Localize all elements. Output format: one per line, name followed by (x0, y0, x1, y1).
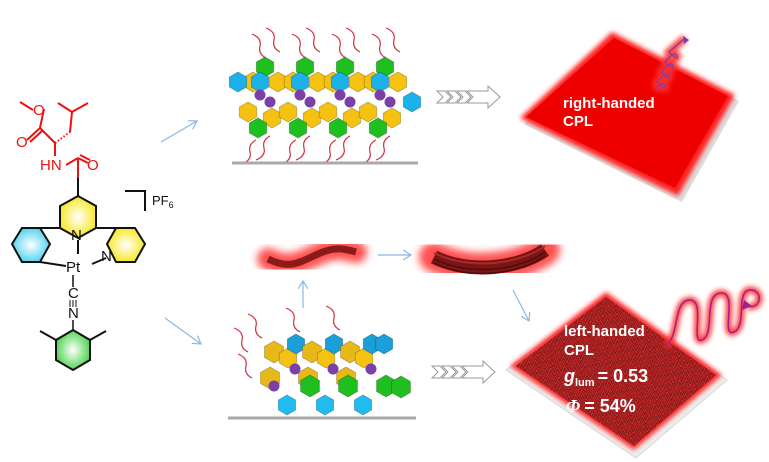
atom-pt: Pt (66, 259, 81, 276)
alkyl-chain (281, 139, 297, 165)
atom-n-central: N (71, 227, 82, 244)
process-arrows (160, 121, 529, 344)
gold-pyridine-hex (238, 101, 258, 123)
charge-bracket (125, 190, 146, 211)
blue-phenyl-hex (315, 394, 335, 416)
atom-n-isocyanide: N (68, 305, 79, 322)
pt-atom-dot (289, 363, 301, 375)
blue-phenyl-hex (374, 333, 394, 355)
pt-atom-dot (304, 96, 316, 108)
pt-atom-dot (374, 89, 386, 101)
blue-phenyl-hex (402, 91, 422, 113)
chevron-arrow-bottom (430, 359, 496, 385)
alkyl-chain (361, 139, 377, 165)
bottom-cpl-label-line1: left-handed (564, 323, 645, 340)
atom-nh: HN (40, 157, 62, 174)
pt-atom-dot (254, 89, 266, 101)
pt-atom-dot (327, 363, 339, 375)
green-aryl-hex (288, 117, 308, 139)
bottom-cpl-label-line2: CPL (564, 342, 594, 359)
green-aryl-hex (338, 374, 358, 398)
gold-pyridine-hex (318, 101, 338, 123)
alkyl-chain (241, 139, 257, 165)
quantum-yield-label: Φ= 54% (566, 396, 636, 416)
alkyl-chain (305, 27, 321, 53)
alkyl-chain (371, 33, 387, 59)
gold-pyridine-hex (382, 107, 402, 129)
right-handed-helix-icon (651, 34, 689, 93)
arrow-to-bottom-assembly (164, 317, 201, 344)
bottom-assembly-illustration (233, 305, 411, 416)
chevron-arrow-top (435, 84, 501, 110)
molecule-structure: O O HN O N N Pt C N PF6 (10, 101, 174, 372)
alkyl-chain (265, 27, 281, 53)
counterion-label: PF6 (152, 193, 174, 210)
fiber-bundle (419, 235, 560, 283)
top-cpl-label-line1: right-handed (563, 95, 655, 112)
glum-value-label: glum= 0.53 (563, 366, 648, 389)
green-aryl-hex (391, 375, 411, 399)
green-aryl-hex (300, 374, 320, 398)
blue-phenyl-hex (353, 394, 373, 416)
alkyl-chain (291, 33, 307, 59)
atom-c-isocyanide: C (68, 285, 79, 302)
alkyl-chain (385, 27, 401, 53)
pt-atom-dot (268, 380, 280, 392)
left-handed-helix-icon (663, 286, 763, 349)
left-handed-cpl-film (505, 292, 728, 459)
alkyl-chain (247, 313, 263, 339)
arrow-to-film (512, 289, 529, 321)
alkyl-chain (255, 135, 271, 161)
blue-phenyl-hex (324, 333, 344, 355)
gold-pyridine-hex (264, 340, 284, 364)
alkyl-chain (237, 353, 253, 379)
alkyl-chain (331, 33, 347, 59)
alkyl-chain (335, 135, 351, 161)
green-aryl-hex (368, 117, 388, 139)
side-pyridine-ring (105, 227, 147, 263)
gold-pyridine-hex (340, 340, 360, 364)
pt-atom-dot (344, 96, 356, 108)
central-pyridine-ring (59, 194, 97, 240)
arrow-to-top-assembly (160, 121, 197, 143)
alkyl-chain (375, 135, 391, 161)
green-aryl-hex (248, 117, 268, 139)
atom-o-amide: O (87, 157, 99, 174)
xylyl-ring (55, 328, 91, 372)
pt-atom-dot (334, 89, 346, 101)
gold-pyridine-hex (358, 101, 378, 123)
gold-pyridine-hex (388, 71, 408, 93)
alkyl-chain (285, 307, 301, 333)
pt-atom-dot (384, 96, 396, 108)
alkyl-chain (321, 139, 337, 165)
top-assembly-illustration (228, 27, 422, 165)
blue-phenyl-hex (228, 71, 248, 93)
alkyl-chain (325, 305, 341, 331)
single-fiber (257, 237, 367, 276)
blue-phenyl-hex (277, 394, 297, 416)
gold-pyridine-hex (278, 101, 298, 123)
alkyl-chain (233, 327, 249, 353)
alkyl-chain (251, 33, 267, 59)
alkyl-chain (345, 27, 361, 53)
green-aryl-hex (328, 117, 348, 139)
atom-o-carbonyl: O (16, 134, 28, 151)
pt-atom-dot (264, 96, 276, 108)
blue-phenyl-hex (286, 333, 306, 355)
top-cpl-label-line2: CPL (563, 113, 593, 130)
pt-atom-dot (294, 89, 306, 101)
leucine-ester-group (19, 101, 91, 178)
gold-pyridine-hex (302, 340, 322, 364)
right-handed-cpl-film (520, 32, 739, 202)
atom-o-ester: O (33, 102, 45, 119)
alkyl-chain (295, 135, 311, 161)
atom-n-pyridine: N (101, 248, 112, 265)
pt-atom-dot (365, 363, 377, 375)
phenyl-ring (10, 227, 52, 263)
